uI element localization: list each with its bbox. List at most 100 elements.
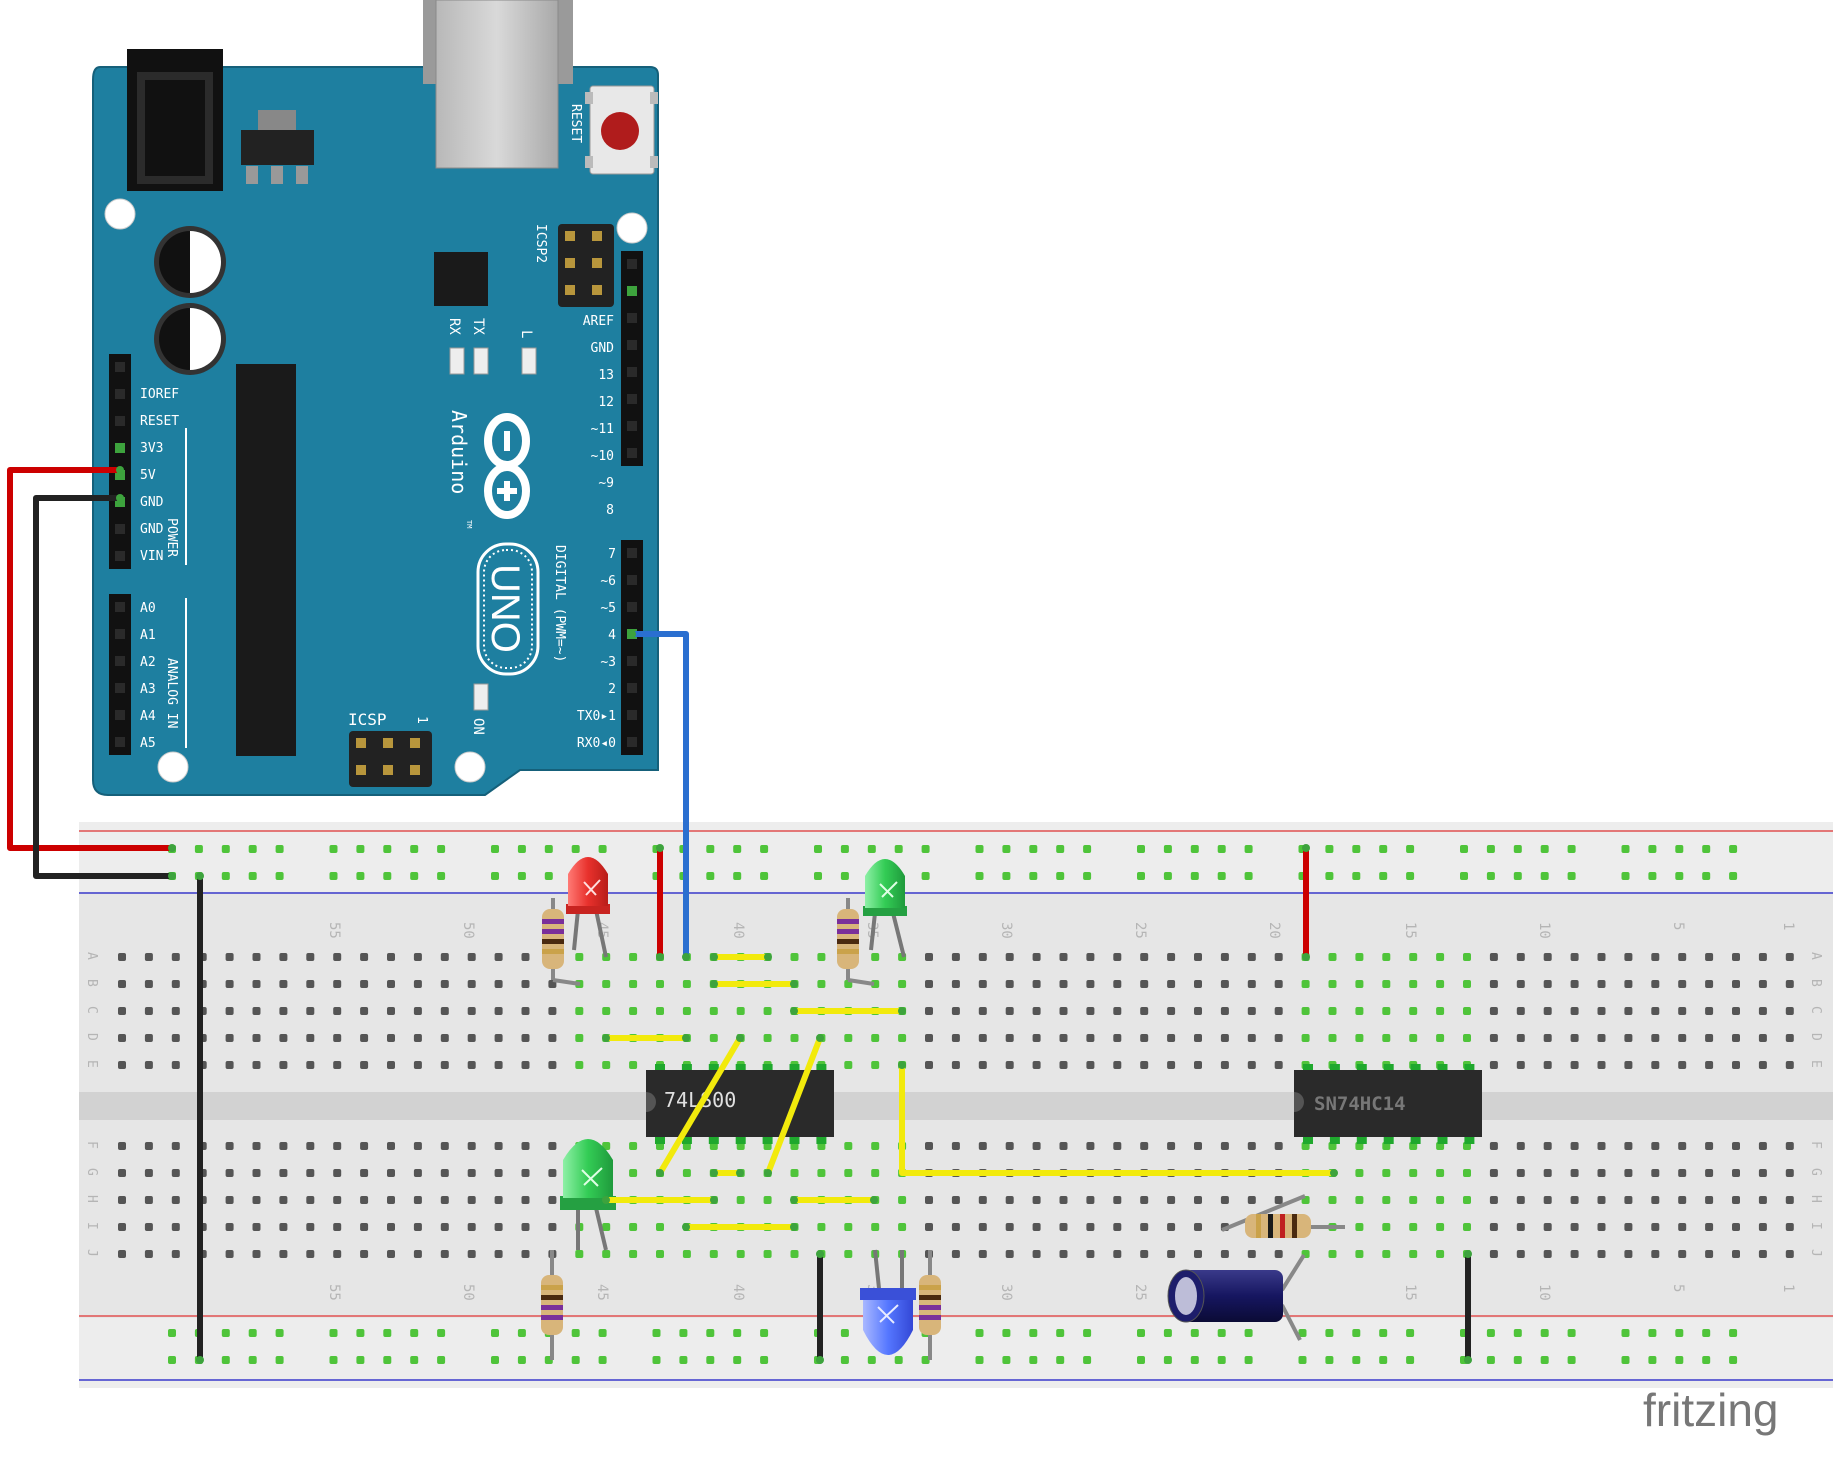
breadboard-hole[interactable] bbox=[1167, 1196, 1176, 1204]
digital-pin[interactable] bbox=[627, 602, 637, 612]
breadboard-hole[interactable] bbox=[1705, 1034, 1714, 1042]
breadboard-hole[interactable] bbox=[491, 1356, 499, 1364]
breadboard-hole[interactable] bbox=[1113, 1061, 1122, 1069]
breadboard-hole[interactable] bbox=[1651, 1142, 1660, 1150]
breadboard-hole[interactable] bbox=[1489, 1142, 1498, 1150]
breadboard-hole[interactable] bbox=[1217, 845, 1226, 853]
breadboard-hole[interactable] bbox=[1244, 845, 1253, 853]
breadboard-hole[interactable] bbox=[571, 1356, 580, 1364]
breadboard-hole[interactable] bbox=[467, 1169, 476, 1177]
breadboard-hole[interactable] bbox=[763, 1007, 772, 1015]
breadboard-hole[interactable] bbox=[1409, 980, 1418, 988]
breadboard-hole[interactable] bbox=[1113, 1007, 1122, 1015]
breadboard-hole[interactable] bbox=[356, 1356, 365, 1364]
power-pin[interactable] bbox=[115, 389, 125, 399]
breadboard-hole[interactable] bbox=[1678, 1034, 1687, 1042]
breadboard-hole[interactable] bbox=[1274, 953, 1283, 961]
breadboard-hole[interactable] bbox=[1352, 872, 1361, 880]
breadboard-hole[interactable] bbox=[1140, 1196, 1149, 1204]
breadboard-hole[interactable] bbox=[1732, 980, 1740, 988]
breadboard-hole[interactable] bbox=[814, 845, 822, 853]
breadboard-hole[interactable] bbox=[921, 845, 930, 853]
breadboard-hole[interactable] bbox=[225, 980, 234, 988]
breadboard-hole[interactable] bbox=[844, 1223, 853, 1231]
breadboard-hole[interactable] bbox=[1597, 1250, 1606, 1258]
breadboard-hole[interactable] bbox=[1516, 1196, 1525, 1204]
breadboard-hole[interactable] bbox=[306, 1169, 315, 1177]
breadboard-hole[interactable] bbox=[1220, 1196, 1229, 1204]
breadboard-hole[interactable] bbox=[975, 1356, 984, 1364]
breadboard-hole[interactable] bbox=[521, 1223, 530, 1231]
breadboard-hole[interactable] bbox=[1785, 1169, 1794, 1177]
breadboard-hole[interactable] bbox=[1516, 1223, 1525, 1231]
breadboard-hole[interactable] bbox=[1029, 845, 1038, 853]
breadboard-hole[interactable] bbox=[1570, 953, 1579, 961]
breadboard-hole[interactable] bbox=[440, 1169, 449, 1177]
breadboard-hole[interactable] bbox=[171, 1034, 180, 1042]
breadboard-hole[interactable] bbox=[1624, 1196, 1633, 1204]
breadboard-hole[interactable] bbox=[760, 872, 769, 880]
breadboard-hole[interactable] bbox=[817, 980, 826, 988]
breadboard-hole[interactable] bbox=[898, 1034, 907, 1042]
breadboard-hole[interactable] bbox=[1705, 1223, 1714, 1231]
breadboard-hole[interactable] bbox=[706, 1356, 715, 1364]
breadboard-hole[interactable] bbox=[921, 1356, 930, 1364]
breadboard-hole[interactable] bbox=[736, 1250, 745, 1258]
breadboard-hole[interactable] bbox=[709, 1034, 718, 1042]
breadboard-hole[interactable] bbox=[760, 1329, 769, 1337]
breadboard-hole[interactable] bbox=[1758, 1223, 1767, 1231]
breadboard-hole[interactable] bbox=[1513, 845, 1522, 853]
breadboard-hole[interactable] bbox=[978, 1034, 987, 1042]
breadboard-hole[interactable] bbox=[548, 1196, 557, 1204]
breadboard-hole[interactable] bbox=[1463, 1196, 1471, 1204]
breadboard-hole[interactable] bbox=[1113, 1034, 1122, 1042]
breadboard-hole[interactable] bbox=[248, 1356, 257, 1364]
breadboard-hole[interactable] bbox=[440, 953, 449, 961]
breadboard-hole[interactable] bbox=[1758, 1061, 1767, 1069]
breadboard-hole[interactable] bbox=[1167, 1034, 1176, 1042]
breadboard-hole[interactable] bbox=[1352, 1356, 1361, 1364]
breadboard-hole[interactable] bbox=[387, 1196, 395, 1204]
breadboard-hole[interactable] bbox=[1702, 872, 1711, 880]
digital-pin[interactable] bbox=[627, 710, 637, 720]
breadboard-hole[interactable] bbox=[306, 1007, 315, 1015]
breadboard-hole[interactable] bbox=[736, 1196, 745, 1204]
power-pin[interactable] bbox=[115, 551, 125, 561]
breadboard-hole[interactable] bbox=[1382, 1196, 1391, 1204]
breadboard-hole[interactable] bbox=[1113, 1142, 1122, 1150]
breadboard-hole[interactable] bbox=[118, 1142, 126, 1150]
breadboard-hole[interactable] bbox=[225, 1007, 234, 1015]
breadboard-hole[interactable] bbox=[248, 845, 257, 853]
breadboard-hole[interactable] bbox=[440, 1061, 449, 1069]
breadboard-hole[interactable] bbox=[1194, 1061, 1202, 1069]
breadboard-hole[interactable] bbox=[951, 1142, 960, 1150]
breadboard-hole[interactable] bbox=[598, 1356, 607, 1364]
breadboard-hole[interactable] bbox=[333, 1250, 342, 1258]
breadboard-hole[interactable] bbox=[1086, 953, 1095, 961]
breadboard-hole[interactable] bbox=[1382, 1223, 1391, 1231]
breadboard-hole[interactable] bbox=[1702, 845, 1711, 853]
breadboard-hole[interactable] bbox=[467, 1142, 476, 1150]
breadboard-hole[interactable] bbox=[682, 980, 691, 988]
breadboard-hole[interactable] bbox=[1678, 953, 1687, 961]
breadboard-hole[interactable] bbox=[544, 872, 553, 880]
breadboard-hole[interactable] bbox=[1621, 1356, 1630, 1364]
breadboard-hole[interactable] bbox=[1732, 1250, 1740, 1258]
breadboard-hole[interactable] bbox=[978, 980, 987, 988]
breadboard-hole[interactable] bbox=[1463, 1034, 1471, 1042]
breadboard-hole[interactable] bbox=[1597, 1007, 1606, 1015]
breadboard-hole[interactable] bbox=[629, 1250, 638, 1258]
breadboard-hole[interactable] bbox=[225, 1034, 234, 1042]
breadboard-hole[interactable] bbox=[521, 953, 530, 961]
breadboard-hole[interactable] bbox=[118, 1007, 126, 1015]
digital-pin[interactable] bbox=[627, 313, 637, 323]
breadboard-hole[interactable] bbox=[1379, 1356, 1388, 1364]
breadboard-hole[interactable] bbox=[1029, 1356, 1038, 1364]
breadboard-hole[interactable] bbox=[575, 1034, 584, 1042]
breadboard-hole[interactable] bbox=[1567, 872, 1576, 880]
breadboard-hole[interactable] bbox=[1163, 845, 1172, 853]
breadboard-hole[interactable] bbox=[333, 953, 342, 961]
breadboard-hole[interactable] bbox=[1113, 1250, 1122, 1258]
breadboard-hole[interactable] bbox=[1624, 953, 1633, 961]
breadboard-hole[interactable] bbox=[1194, 1142, 1202, 1150]
